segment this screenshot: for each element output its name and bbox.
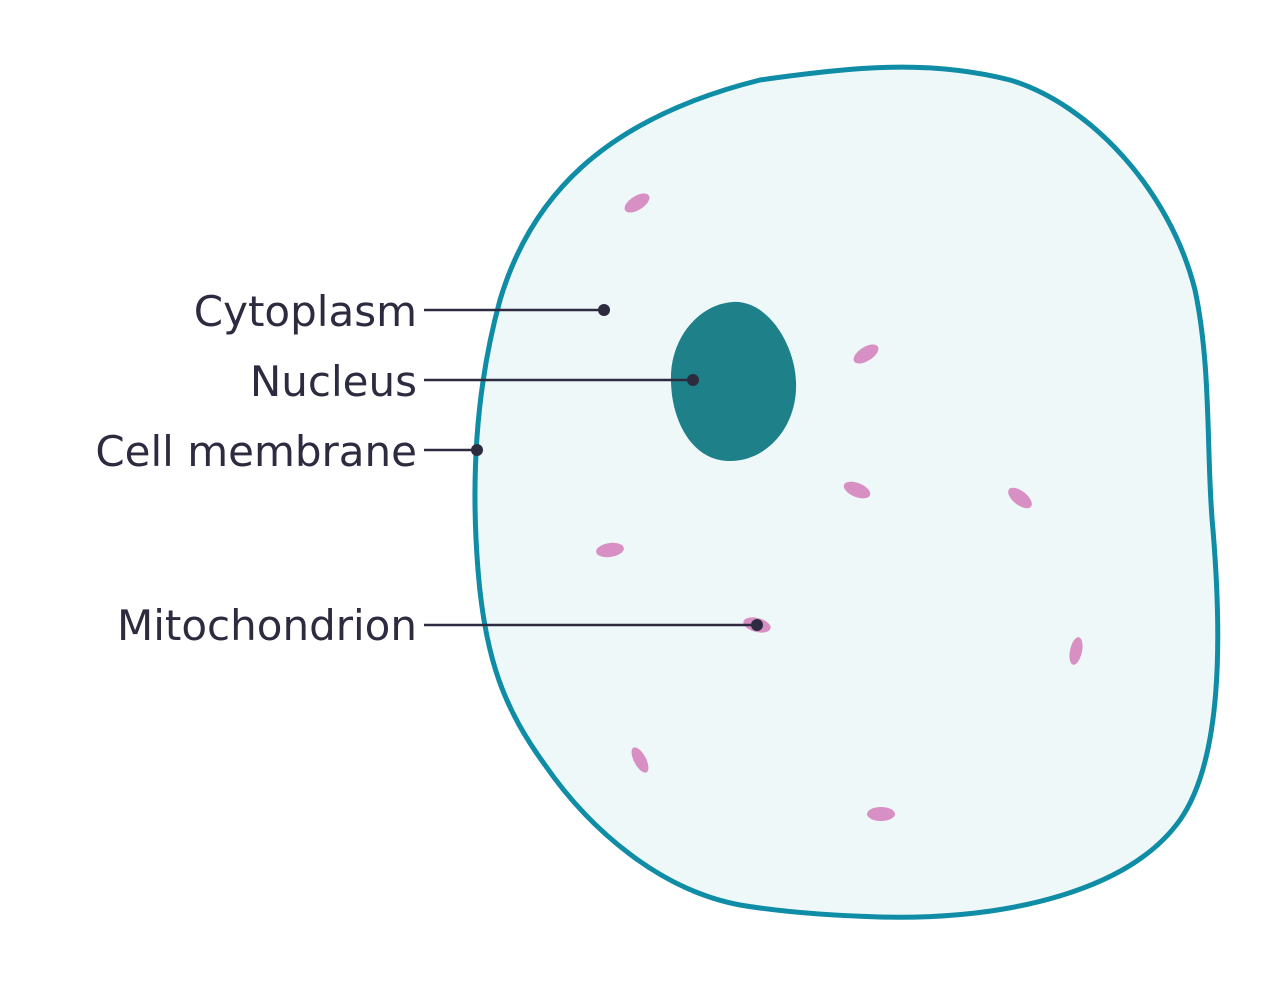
leader-dot-cell-membrane <box>471 444 483 456</box>
callout-mitochondrion: Mitochondrion <box>117 601 763 650</box>
leader-dot-mitochondrion <box>751 619 763 631</box>
mitochondrion <box>843 481 871 499</box>
label-cell-membrane: Cell membrane <box>95 427 417 476</box>
mitochondria-group <box>596 193 1083 821</box>
nucleus <box>670 301 797 462</box>
mitochondrion <box>1069 637 1083 665</box>
mitochondrion <box>853 344 879 364</box>
leader-dot-cytoplasm <box>598 304 610 316</box>
mitochondrion <box>1008 487 1032 509</box>
label-cytoplasm: Cytoplasm <box>194 287 417 336</box>
cell-membrane <box>472 64 1221 920</box>
callout-cell-membrane: Cell membrane <box>95 427 483 476</box>
mitochondrion <box>631 747 649 773</box>
mitochondrion <box>596 542 624 558</box>
mitochondrion <box>624 193 650 213</box>
label-mitochondrion: Mitochondrion <box>117 601 417 650</box>
mitochondrion <box>867 807 895 821</box>
label-nucleus: Nucleus <box>250 357 417 406</box>
callout-nucleus: Nucleus <box>250 357 699 406</box>
callout-cytoplasm: Cytoplasm <box>194 287 610 336</box>
leader-dot-nucleus <box>687 374 699 386</box>
